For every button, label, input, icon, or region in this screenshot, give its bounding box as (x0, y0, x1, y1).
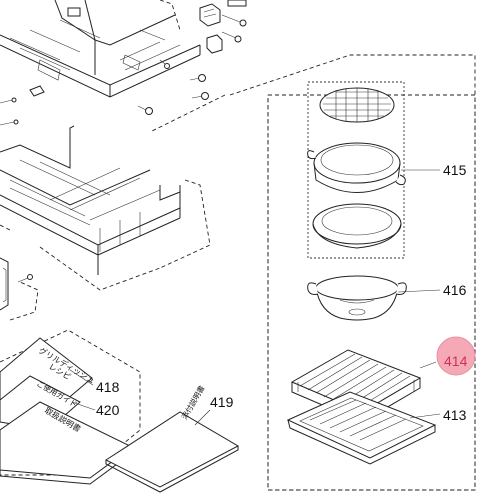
accessory-outline-dashed (229, 54, 476, 491)
highlight-marker (436, 336, 476, 376)
grill-net (319, 87, 395, 123)
callout-414: 414 (444, 353, 468, 369)
hinge-bracket (199, 0, 247, 54)
callout-418: 418 (96, 379, 120, 395)
grill-dish (307, 142, 406, 193)
oven-cavity-frame (0, 125, 211, 291)
cooking-pot (307, 275, 407, 321)
oven-frame-upper (0, 0, 226, 133)
callout-419: 419 (210, 394, 234, 410)
callout-413: 413 (443, 407, 467, 423)
leader-lines (69, 169, 441, 426)
screw-set (0, 59, 209, 126)
callout-420: 420 (96, 402, 120, 418)
dish-plate (312, 203, 402, 249)
callout-415: 415 (443, 162, 467, 178)
baking-tray (286, 391, 437, 465)
callout-416: 416 (443, 282, 467, 298)
door-part (0, 257, 39, 321)
attached-title: 添付説明書 (179, 383, 207, 421)
